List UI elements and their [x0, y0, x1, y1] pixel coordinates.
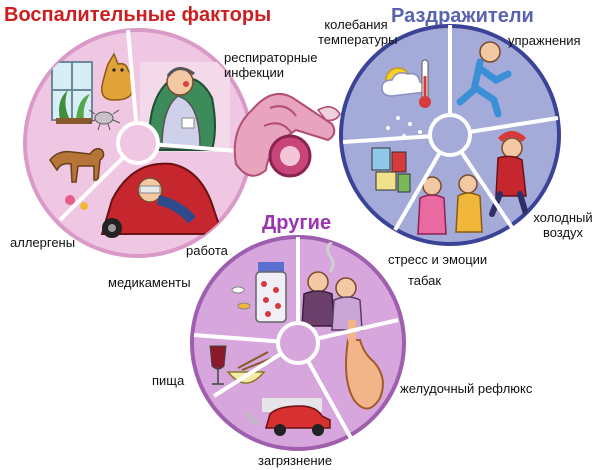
work-illustration	[100, 162, 224, 238]
label-temperature-change: колебания температуры	[318, 17, 398, 47]
tobacco-illustration	[301, 240, 363, 331]
paint-cans-illustration	[371, 147, 411, 193]
label-medications: медикаменты	[108, 275, 191, 290]
other-wheel	[190, 235, 406, 451]
irritants-title: Раздражители	[391, 5, 534, 27]
allergens-illustration	[49, 52, 134, 210]
inflammatory-wheel	[23, 28, 253, 258]
exercise-illustration	[456, 41, 512, 118]
irritants-wheel	[339, 24, 561, 246]
other-title: Другие	[262, 212, 332, 234]
bronchus-illustration	[233, 92, 341, 178]
label-cold-air: холодный воздух	[533, 210, 593, 240]
label-tobacco: табак	[408, 273, 442, 288]
pollution-illustration	[246, 398, 331, 436]
cold-air-illustration	[489, 131, 529, 217]
label-food: пища	[152, 373, 185, 388]
label-pollution: загрязнение	[258, 453, 333, 468]
stress-emotions-illustration	[417, 174, 483, 235]
label-stress-emotions: стресс и эмоции	[388, 252, 488, 267]
label-respiratory-infections: респираторные инфекции	[224, 50, 318, 80]
medications-illustration	[231, 262, 287, 323]
label-allergens: аллергены	[10, 235, 76, 250]
temperature-change-illustration	[381, 59, 438, 138]
label-exercise: упражнения	[508, 33, 581, 48]
inflammatory-factors-title: Воспалительные факторы	[4, 4, 272, 26]
label-gastric-reflux: желудочный рефлюкс	[400, 381, 533, 396]
label-work: работа	[186, 243, 228, 258]
